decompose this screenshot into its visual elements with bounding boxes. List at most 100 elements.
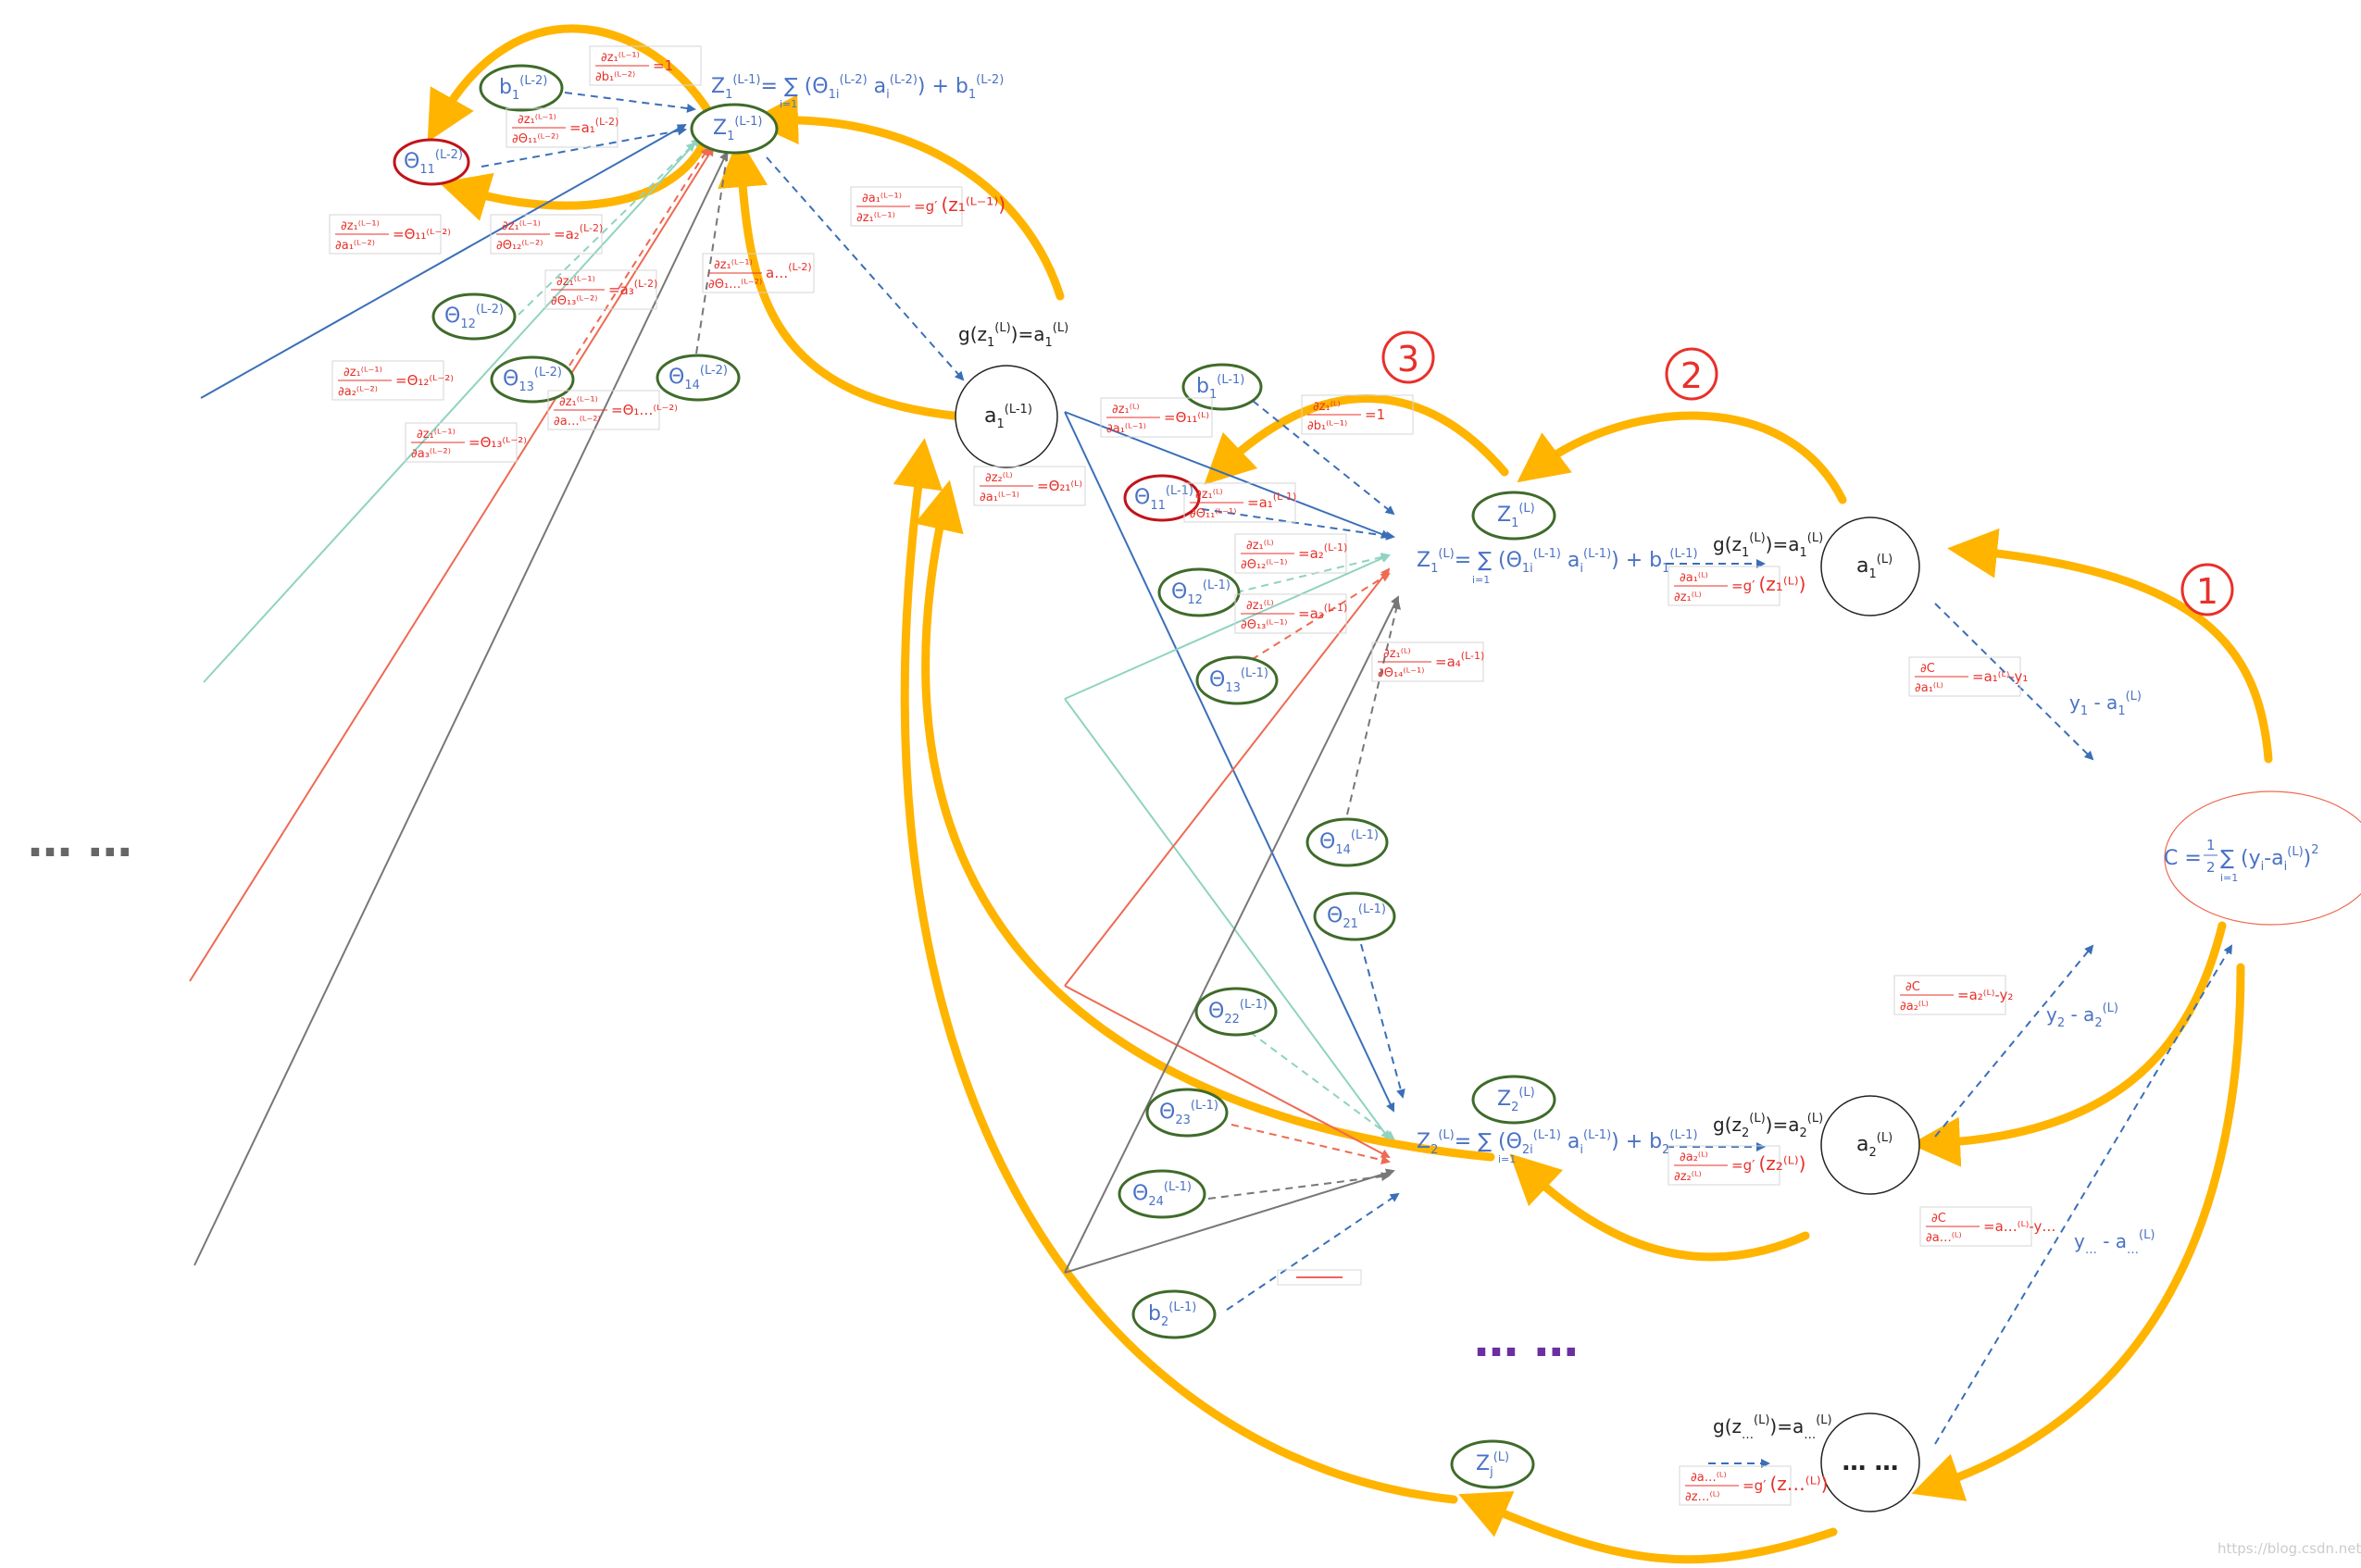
- step-marker-2: [1665, 347, 1718, 401]
- derivative-dzm1-daj: ∂z₁⁽ᴸ⁻¹⁾ ∂a…⁽ᴸ⁻²⁾ =Θ₁…⁽ᴸ⁻²⁾: [547, 390, 678, 430]
- z1Lm1-node: [690, 103, 779, 155]
- derivative-rhs: =g′(z₁⁽ᴸ⁻¹⁾): [914, 193, 1006, 216]
- derivative-numerator: ∂z₁⁽ᴸ⁻¹⁾: [417, 428, 456, 442]
- derivative-da1m1-dz1m1: ∂a₁⁽ᴸ⁻¹⁾∂z₁⁽ᴸ⁻¹⁾=g′(z₁⁽ᴸ⁻¹⁾): [850, 186, 1006, 227]
- step-label-2: 2: [1680, 355, 1703, 396]
- derivative-rhs: =g′(z…⁽ᴸ⁾): [1743, 1473, 1828, 1495]
- param-labels: b1(L-1) b2(L-1) Θ11(L-1) Θ12(L-1) Θ13(L-…: [404, 74, 1386, 1329]
- step-label-1: 1: [2196, 571, 2218, 612]
- derivative-rhs: =a₃(L-2): [608, 278, 657, 298]
- derivative-numerator: ∂z₁⁽ᴸ⁾: [1112, 403, 1140, 417]
- derivative-numerator: ∂z₁⁽ᴸ⁾: [1246, 539, 1274, 553]
- step-marker-1: [2180, 563, 2234, 616]
- derivative-denominator: ∂a₂⁽ᴸ⁻²⁾: [338, 385, 378, 399]
- svg-text:1: 1: [2206, 837, 2216, 853]
- param-t12L1: Θ12(L-1): [1171, 579, 1230, 607]
- svg-text:Z1(L-1): Z1(L-1): [713, 115, 762, 143]
- derivative-numerator: ∂z₁⁽ᴸ⁻¹⁾: [714, 258, 753, 272]
- derivative-rhs: =Θ₁…⁽ᴸ⁻²⁾: [611, 402, 678, 418]
- neuron-a1Lm1: a1(L-1): [955, 365, 1058, 468]
- arrow-cost-to-a1: [1947, 528, 2273, 764]
- activation-g1L: g(z1(L))=a1(L): [1713, 531, 1823, 560]
- derivative-dC-daj: ∂C∂a…⁽ᴸ⁾=a…⁽ᴸ⁾-y…: [1919, 1206, 2055, 1247]
- param-t13L1: Θ13(L-1): [1209, 666, 1268, 695]
- derivative-rhs: =Θ₁₁⁽ᴸ⁻²⁾: [393, 226, 451, 243]
- arrow-z2-to-a1m1: [914, 479, 1495, 1162]
- param-t13L2: Θ13(L-2): [503, 366, 562, 394]
- derivative-denominator: ∂z₂⁽ᴸ⁾: [1674, 1170, 1702, 1184]
- cost-formula: C =: [2164, 847, 2202, 870]
- derivative-rhs: =g′(z₂⁽ᴸ⁾): [1731, 1152, 1805, 1175]
- derivative-numerator: ∂C: [1931, 1212, 1946, 1226]
- svg-text:Z2(L)= ∑ (Θ2i(L-1) ai(L-1)) +: Z2(L)= ∑ (Θ2i(L-1) ai(L-1)) + b2(L-1): [1417, 1128, 1698, 1157]
- svg-text:(yi-ai(L))2: (yi-ai(L))2: [2241, 843, 2319, 874]
- derivative-numerator: ∂z₁⁽ᴸ⁾: [1195, 488, 1223, 502]
- param-nodes: [393, 64, 1396, 1339]
- derivative-rhs: =a₁⁽ᴸ⁾-y₁: [1972, 668, 2028, 685]
- param-b1L2: b1(L-2): [499, 74, 547, 103]
- derivative-numerator: ∂a₁⁽ᴸ⁾: [1680, 571, 1708, 585]
- derivative-dzm1-dt14: ∂z₁⁽ᴸ⁻¹⁾∂Θ₁…⁽ᴸ⁻²⁾a…(L-2): [702, 253, 815, 293]
- derivative-rhs: =a₃(L-1): [1298, 602, 1347, 622]
- svg-text:i=1: i=1: [780, 98, 797, 110]
- derivative-dzm1-da1: ∂z₁⁽ᴸ⁻¹⁾∂a₁⁽ᴸ⁻²⁾=Θ₁₁⁽ᴸ⁻²⁾: [329, 214, 451, 255]
- derivative-denominator: ∂Θ₁₄⁽ᴸ⁻¹⁾: [1378, 666, 1424, 680]
- activation-gjL: g(z…(L))=a…(L): [1713, 1413, 1832, 1442]
- derivative-numerator: ∂z₁⁽ᴸ⁻¹⁾: [502, 219, 541, 233]
- arrow-a1-to-z1: [1517, 411, 1847, 504]
- derivative-dzm1-da3: ∂z₁⁽ᴸ⁻¹⁾ ∂a₃⁽ᴸ⁻²⁾ =Θ₁₃⁽ᴸ⁻²⁾: [405, 422, 527, 463]
- param-t14L2: Θ14(L-2): [668, 364, 728, 392]
- param-t22L1: Θ22(L-1): [1208, 998, 1268, 1027]
- param-t23L1: Θ23(L-1): [1159, 1099, 1218, 1127]
- derivative-rhs: =a₂⁽ᴸ⁾-y₂: [1957, 987, 2013, 1003]
- derivative-denominator: ∂a₁⁽ᴸ⁻²⁾: [335, 239, 375, 253]
- derivative-denominator: ∂b₁⁽ᴸ⁻¹⁾: [1307, 419, 1347, 433]
- derivative-numerator: ∂a…⁽ᴸ⁾: [1691, 1471, 1727, 1485]
- svg-text:Z1(L-1)= ∑ (Θ1i(L-2) ai(L-2)): Z1(L-1)= ∑ (Θ1i(L-2) ai(L-2)) + b1(L-2): [711, 73, 1004, 102]
- derivative-da2-dz2: ∂a₂⁽ᴸ⁾ ∂z₂⁽ᴸ⁾ =g′(z₂⁽ᴸ⁾): [1668, 1145, 1805, 1186]
- derivative-numerator: ∂z₁⁽ᴸ⁾: [1313, 400, 1341, 414]
- backprop-arrows: [427, 24, 2273, 1564]
- svg-text:a1(L): a1(L): [1856, 553, 1893, 581]
- neuron-a2L: a2(L): [1820, 1095, 1920, 1195]
- derivative-denominator: ∂a₁⁽ᴸ⁻¹⁾: [1106, 422, 1146, 436]
- derivative-dzm1-da2: ∂z₁⁽ᴸ⁻¹⁾∂a₂⁽ᴸ⁻²⁾=Θ₁₂⁽ᴸ⁻²⁾: [331, 360, 454, 401]
- arrow-aj-to-zj: [1458, 1490, 1838, 1564]
- derivative-denominator: ∂b₁⁽ᴸ⁻²⁾: [595, 70, 635, 84]
- arrow-z1-to-a1m1: [718, 137, 968, 421]
- svg-text:i=1: i=1: [1498, 1153, 1516, 1165]
- derivative-numerator: ∂C: [1920, 662, 1935, 676]
- equation-z1Lm1: Z1(L-1)= ∑ (Θ1i(L-2) ai(L-2)) + b1(L-2) …: [711, 73, 1004, 110]
- neuron-aj: … …: [1820, 1412, 1920, 1512]
- derivative-daj-dzj: ∂a…⁽ᴸ⁾∂z…⁽ᴸ⁾=g′(z…⁽ᴸ⁾): [1679, 1465, 1828, 1506]
- activation-g1Lm1: g(z1(L))=a1(L): [958, 321, 1068, 350]
- derivative-numerator: ∂z₁⁽ᴸ⁻¹⁾: [559, 395, 598, 409]
- svg-text:Z1(L): Z1(L): [1497, 502, 1535, 530]
- param-t14L1: Θ14(L-1): [1319, 828, 1379, 857]
- derivative-denominator: ∂Θ₁₁⁽ᴸ⁻²⁾: [512, 132, 558, 146]
- z2L-node: [1471, 1075, 1556, 1125]
- arrow-a1m1-to-z1m1: [748, 94, 1065, 301]
- svg-text:a1(L-1): a1(L-1): [984, 403, 1032, 431]
- derivative-denominator: ∂z₁⁽ᴸ⁻¹⁾: [856, 211, 895, 225]
- cost-node: C = 1 2 ∑ i=1 (yi-ai(L))2: [2164, 790, 2361, 926]
- derivative-dC-da2: ∂C∂a₂⁽ᴸ⁾=a₂⁽ᴸ⁾-y₂: [1893, 975, 2013, 1015]
- derivative-rhs: =Θ₁₃⁽ᴸ⁻²⁾: [468, 434, 527, 451]
- error-labels: y1 - a1(L) y2 - a2(L) y… - a…(L): [2046, 690, 2155, 1257]
- param-b2L1: b2(L-1): [1148, 1300, 1196, 1329]
- svg-text:2: 2: [2206, 859, 2216, 876]
- derivative-denominator: ∂a₃⁽ᴸ⁻²⁾: [411, 447, 451, 461]
- step-label-3: 3: [1397, 339, 1419, 380]
- derivative-dz2-da1: ∂z₂⁽ᴸ⁾∂a₁⁽ᴸ⁻¹⁾=Θ₂₁⁽ᴸ⁾: [973, 466, 1086, 506]
- derivative-denominator: ∂a…⁽ᴸ⁻²⁾: [554, 415, 601, 429]
- derivative-rhs: =1: [1365, 406, 1385, 423]
- derivative-numerator: ∂a₂⁽ᴸ⁾: [1680, 1151, 1708, 1164]
- derivative-dzm1-dt11: ∂z₁⁽ᴸ⁻¹⁾∂Θ₁₁⁽ᴸ⁻²⁾=a₁(L-2): [506, 107, 618, 148]
- z1L-node: [1471, 491, 1556, 541]
- derivative-rhs: =Θ₁₁⁽ᴸ⁾: [1164, 409, 1209, 426]
- derivative-dz1-da1: ∂z₁⁽ᴸ⁾ ∂a₁⁽ᴸ⁻¹⁾ =Θ₁₁⁽ᴸ⁾: [1100, 397, 1213, 438]
- derivative-rhs: =a₂(L-1): [1298, 541, 1347, 562]
- derivative-rhs: =a₁(L-1): [1247, 491, 1296, 511]
- derivative-rhs: =g′(z₁⁽ᴸ⁾): [1731, 573, 1805, 595]
- derivative-rhs: =1: [653, 57, 673, 74]
